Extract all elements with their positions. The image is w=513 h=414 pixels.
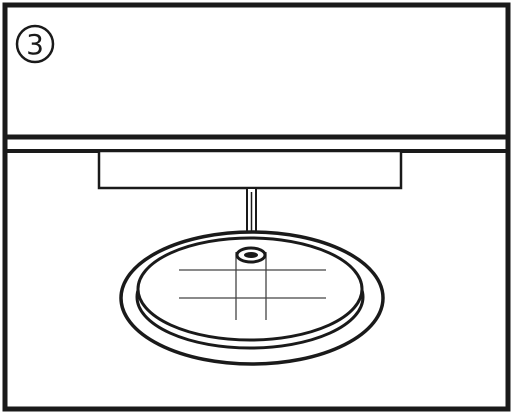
plate-grid xyxy=(179,252,326,320)
plate-top xyxy=(136,236,364,342)
step-number: 3 xyxy=(26,28,44,61)
contact-pad xyxy=(235,246,267,264)
mounting-box xyxy=(97,149,403,190)
contact-pad-inner xyxy=(244,252,258,258)
step-badge: 3 xyxy=(15,24,55,64)
step-badge-circle xyxy=(15,24,55,64)
